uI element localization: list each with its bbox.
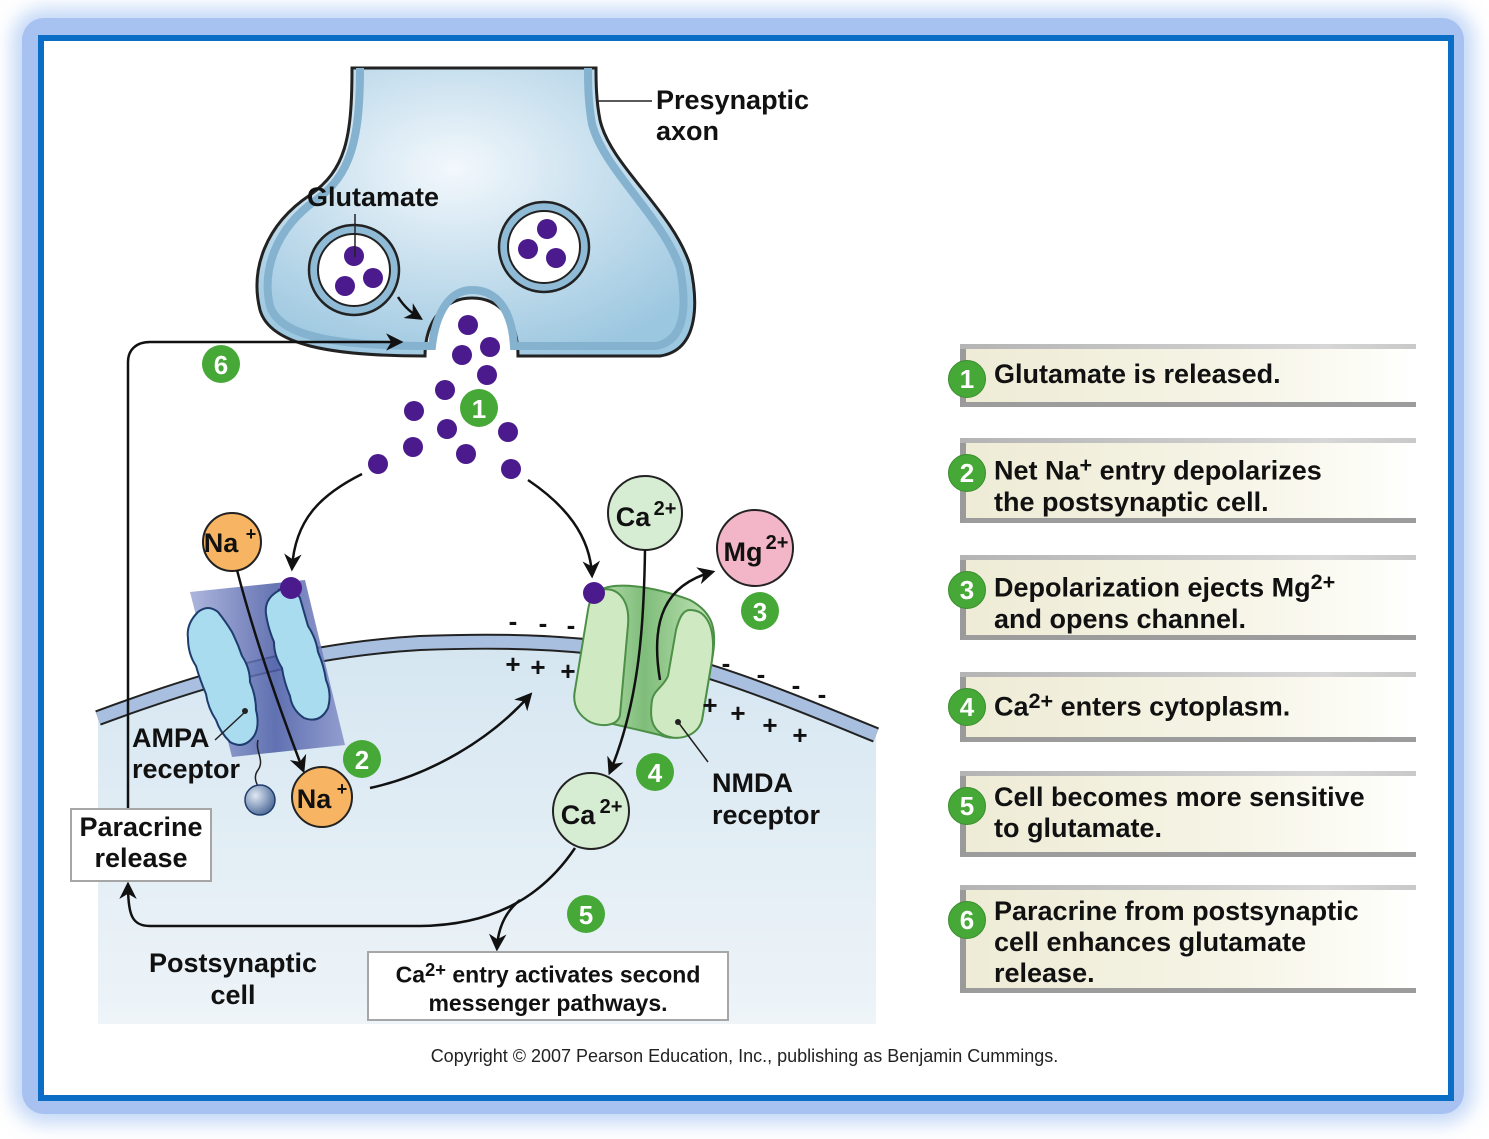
svg-text:-: - (539, 608, 548, 638)
vesicle-exocytosis-arrow (396, 296, 423, 320)
step-4: 4 Ca2+ enters cytoplasm. (948, 672, 1416, 742)
vesicle-right (497, 200, 591, 294)
step-3: 3 Depolarization ejects Mg2+ and opens c… (948, 555, 1416, 640)
svg-text:+: + (560, 656, 575, 686)
svg-text:+: + (246, 524, 257, 544)
ampa-label: AMPA (132, 723, 210, 753)
svg-text:6: 6 (214, 350, 228, 380)
svg-text:4: 4 (648, 758, 663, 788)
arrow-depolarization (369, 692, 533, 790)
svg-text:+: + (505, 649, 520, 679)
step-badge-3: 3 (948, 571, 986, 609)
arrow-na-through-ampa (235, 569, 307, 774)
step-1: 1 Glutamate is released. (948, 344, 1416, 407)
step-badge-1: 1 (948, 360, 986, 398)
svg-text:2+: 2+ (766, 532, 789, 554)
step-2: 2 Net Na+ entry depolarizes the postsyna… (948, 438, 1416, 523)
copyright-notice: Copyright © 2007 Pearson Education, Inc.… (430, 1046, 1059, 1066)
arrow-mg-ejected (655, 567, 716, 681)
svg-text:receptor: receptor (132, 754, 241, 784)
svg-text:+: + (762, 710, 777, 740)
arrow-ca-to-paracrine (119, 847, 577, 928)
svg-text:Na: Na (204, 528, 239, 558)
svg-text:5: 5 (579, 900, 593, 930)
postsynaptic-cell-label: Postsynaptic (149, 948, 317, 978)
ca-ion-outside: Ca 2+ (607, 475, 683, 551)
ca-ion-inside: Ca 2+ (552, 772, 630, 850)
svg-text:2+: 2+ (654, 498, 677, 520)
vesicle-left (307, 223, 401, 317)
anchor-protein (244, 784, 276, 816)
svg-text:+: + (730, 698, 745, 728)
svg-text:-: - (818, 679, 827, 709)
svg-text:cell: cell (210, 980, 255, 1010)
step-marker-4: 4 (636, 753, 674, 791)
na-ion-inside: Na + (291, 766, 353, 828)
released-glutamate (368, 315, 521, 479)
svg-text:3: 3 (753, 597, 767, 627)
nmda-pointer (677, 721, 709, 763)
second-messenger-box: Ca2+ entry activates second messenger pa… (367, 951, 729, 1021)
arrow-paracrine-feedback (126, 333, 404, 808)
step-badge-4: 4 (948, 688, 986, 726)
svg-text:2+: 2+ (600, 796, 623, 818)
step-badge-6: 6 (948, 901, 986, 939)
step-marker-3: 3 (741, 592, 779, 630)
step-marker-5: 5 (567, 895, 605, 933)
step-marker-6: 6 (202, 345, 240, 383)
svg-text:-: - (792, 670, 801, 700)
step-badge-2: 2 (948, 454, 986, 492)
svg-text:2: 2 (355, 745, 369, 775)
mg-ion: Mg 2+ (716, 509, 794, 587)
presynaptic-axon-terminal (255, 66, 697, 358)
membrane-charges: - - - + + + - - - - + + + + (505, 606, 826, 750)
ampa-pointer (214, 711, 246, 741)
svg-text:+: + (530, 652, 545, 682)
glutamate-label: Glutamate (307, 182, 439, 212)
nmda-receptor (573, 582, 716, 739)
presynaptic-axon-label: Presynaptic (656, 85, 809, 115)
nmda-label: NMDA (712, 768, 793, 798)
step-marker-1: 1 (460, 389, 498, 427)
svg-text:receptor: receptor (712, 800, 821, 830)
svg-text:+: + (702, 690, 717, 720)
arrow-ca-to-second-messenger (488, 899, 521, 952)
svg-text:+: + (792, 720, 807, 750)
arrow-glutamate-to-ampa (284, 472, 363, 572)
svg-text:1: 1 (472, 394, 486, 424)
svg-text:Ca: Ca (616, 502, 651, 532)
arrow-glutamate-to-nmda (527, 478, 601, 579)
svg-text:-: - (722, 648, 731, 678)
svg-text:axon: axon (656, 116, 719, 146)
step-6: 6 Paracrine from postsynaptic cell enhan… (948, 885, 1416, 993)
svg-text:Ca: Ca (561, 800, 596, 830)
paracrine-release-box: Paracrine release (70, 808, 212, 882)
step-marker-2: 2 (343, 740, 381, 778)
svg-text:+: + (337, 779, 348, 799)
arrow-ca-through-nmda (607, 549, 647, 776)
svg-text:Na: Na (297, 784, 332, 814)
svg-text:-: - (757, 659, 766, 689)
step-badge-5: 5 (948, 787, 986, 825)
na-ion-outside: Na + (202, 512, 262, 572)
svg-text:-: - (567, 610, 576, 640)
svg-text:-: - (509, 606, 518, 636)
step-5: 5 Cell becomes more sensitive to glutama… (948, 771, 1416, 857)
svg-text:Mg: Mg (724, 537, 763, 567)
